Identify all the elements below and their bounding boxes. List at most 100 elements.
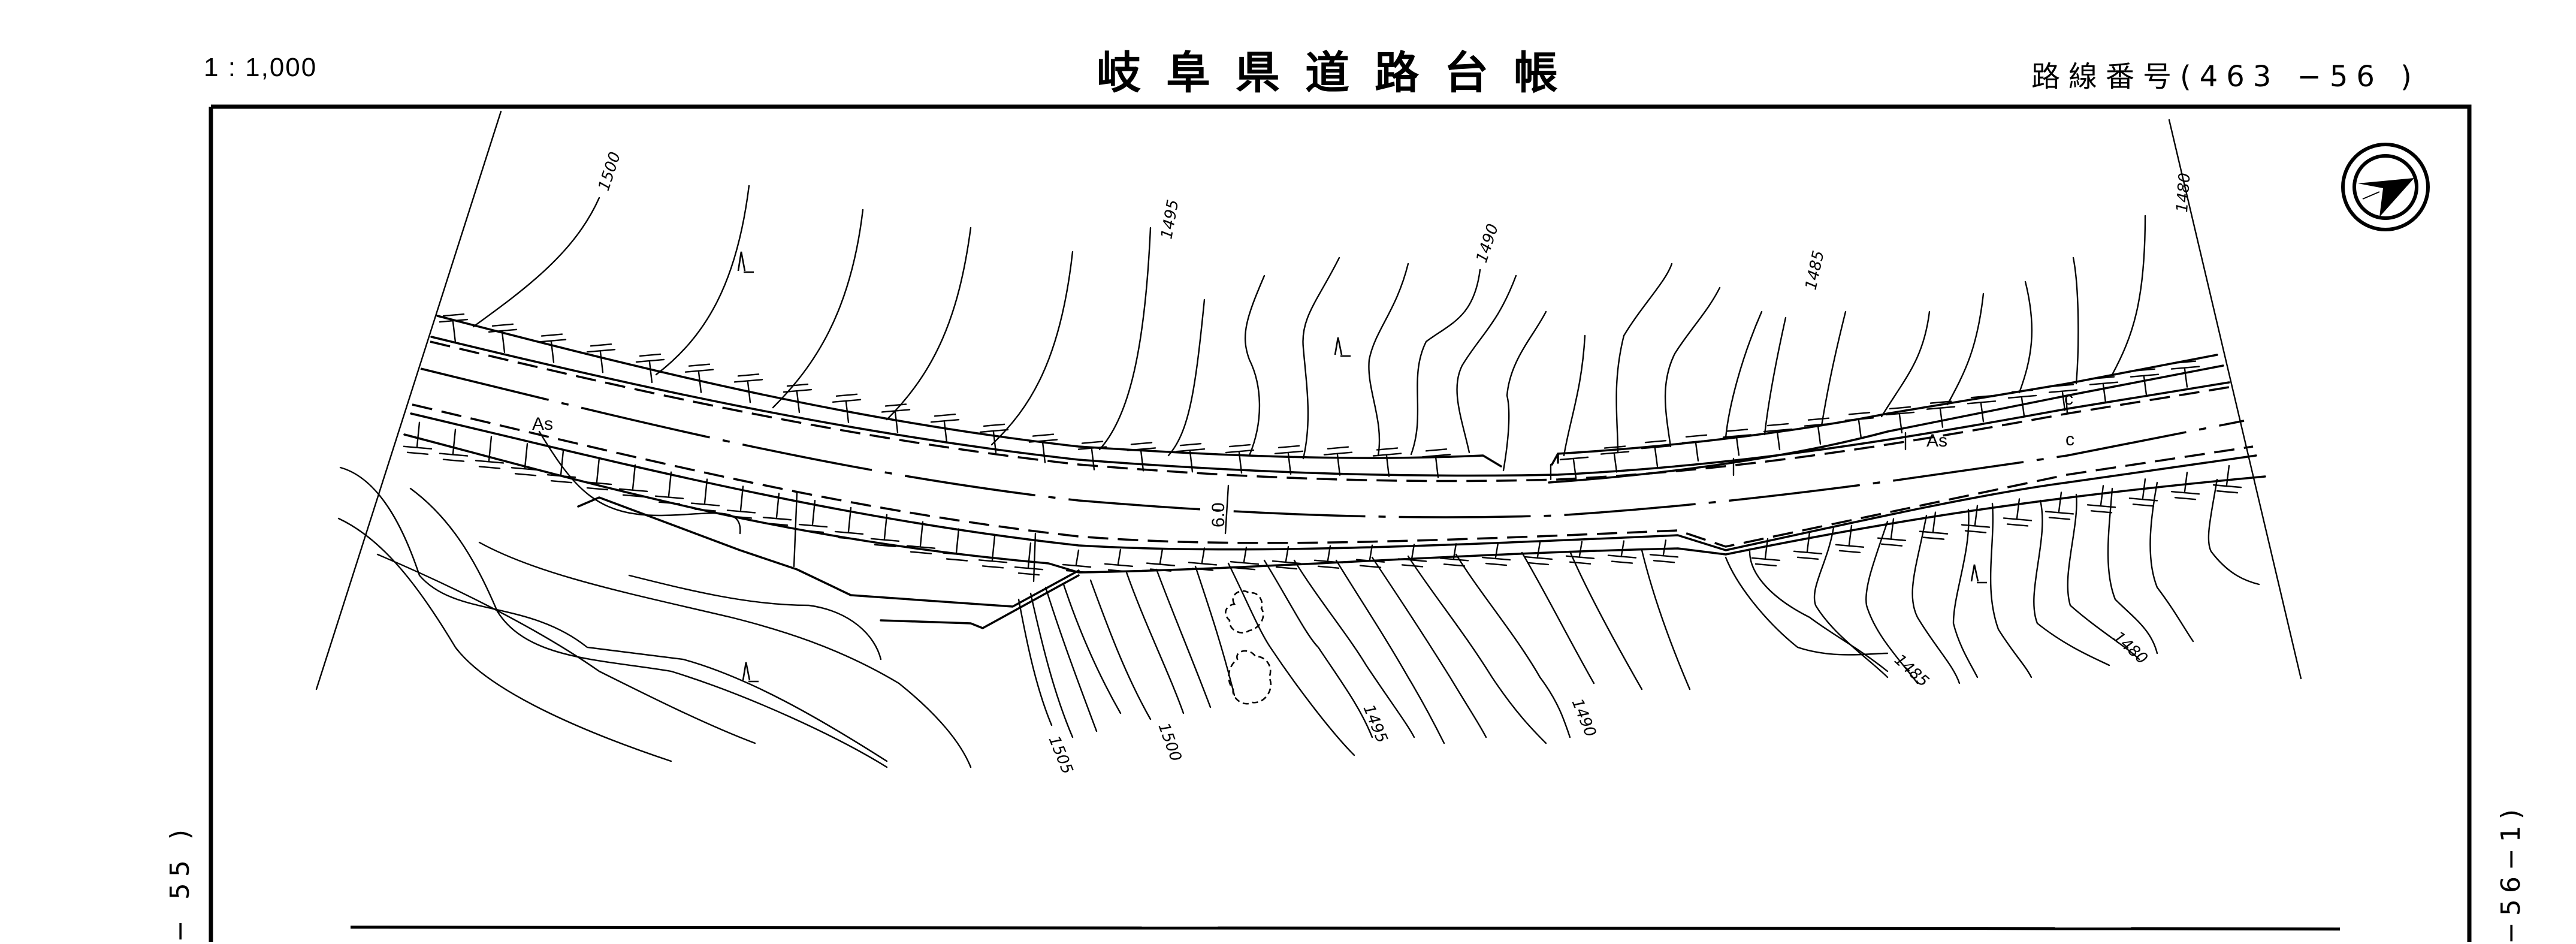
slope-hachure <box>1649 539 1679 563</box>
contour-label: 1480 <box>2173 172 2194 213</box>
contour-line <box>1335 559 1445 744</box>
road-north-outer-edge <box>436 315 2218 468</box>
sheet-frame <box>209 104 2472 942</box>
contour-line <box>1664 286 1721 448</box>
slope-hachure <box>1397 544 1427 568</box>
slope-hachure <box>684 363 714 393</box>
contour-line <box>1371 556 1487 738</box>
slope-hachure <box>942 528 972 562</box>
contour-line <box>1880 310 1931 418</box>
contour-line <box>1089 579 1152 720</box>
wasteland-symbol <box>1334 337 1351 357</box>
slope-hachure <box>1188 547 1218 571</box>
contour-line <box>2018 281 2033 394</box>
slope-hachure <box>1967 395 1997 423</box>
slope-hachure <box>1274 445 1304 475</box>
survey-boundary-west <box>315 110 502 690</box>
slope-hachure <box>403 421 433 455</box>
contour-lines <box>337 185 2260 768</box>
wasteland-symbols <box>737 251 1987 683</box>
road-south-outer-edge <box>403 433 2266 574</box>
contour-line <box>1748 550 1889 672</box>
slope-hachure <box>2170 360 2200 388</box>
slope-hachure <box>834 506 864 541</box>
road-south-shoulder-line <box>410 412 2257 551</box>
slope-hachure <box>1804 417 1834 445</box>
contour-line <box>1044 586 1098 732</box>
contour-line <box>376 553 756 744</box>
contour-line <box>1455 553 1571 738</box>
route-number: 路線番号(463 −56 ) <box>2031 60 2420 94</box>
road-south-carriageway-edge <box>412 403 2254 548</box>
contour-line <box>655 185 750 376</box>
retaining-wall-segment <box>793 491 1037 583</box>
contour-label: 1480 <box>2109 628 2151 668</box>
contour-label: 1505 <box>1045 733 1077 777</box>
slope-hachure <box>1885 406 1915 434</box>
contour-line <box>2111 215 2146 376</box>
slope-hachure <box>2045 491 2074 520</box>
contour-line <box>1293 559 1415 738</box>
contour-line <box>772 209 864 409</box>
road-south-slope-toe <box>577 496 1080 629</box>
contour-line <box>337 517 672 762</box>
slope-hachure <box>1127 442 1156 472</box>
slope-hachure <box>870 514 900 548</box>
contour-line <box>1098 227 1152 451</box>
slope-hachure <box>1835 524 1865 553</box>
slope-hachure <box>2212 465 2242 494</box>
document-title: 岐阜県道路台帳 <box>1097 47 1583 99</box>
road-centre-line <box>420 367 2245 518</box>
contour-line <box>1911 514 1961 684</box>
contour-line <box>1368 263 1409 457</box>
slope-hachure <box>488 323 518 354</box>
slope-hachure <box>1565 541 1595 565</box>
slope-hachure <box>1844 412 1874 439</box>
slope-hachure <box>906 521 936 554</box>
slope-hachure <box>582 457 612 491</box>
slope-hachure <box>1028 433 1058 463</box>
retaining-wall-segment <box>1550 394 2068 481</box>
slope-hachure <box>1600 445 1630 473</box>
slope-hachure <box>1014 542 1044 576</box>
contour-line <box>2149 481 2194 643</box>
contour-line <box>1725 310 1763 439</box>
contour-line <box>1813 526 1889 678</box>
slope-hachure <box>1372 447 1402 477</box>
contour-line <box>1865 520 1919 684</box>
contour-line <box>990 251 1074 446</box>
contour-line <box>1502 310 1547 472</box>
slope-hachure <box>762 493 792 526</box>
slope-hachure <box>1225 444 1255 474</box>
slope-hachure <box>1681 434 1711 462</box>
slope-hachure <box>2048 384 2078 411</box>
contour-line <box>1410 269 1481 456</box>
contour-line <box>2107 487 2158 655</box>
contour-label: 1490 <box>1473 222 1502 265</box>
slope-hachure <box>2003 498 2033 527</box>
slope-hachure <box>654 471 684 505</box>
road-width-dimension: 6.0 <box>1209 484 1230 535</box>
contour-label: 1500 <box>595 150 624 193</box>
slope-hachure <box>475 436 505 469</box>
contour-line <box>1167 298 1206 457</box>
contour-line <box>1763 316 1787 436</box>
contour-line <box>2207 478 2260 586</box>
slope-hachure <box>2007 389 2037 417</box>
slope-hachure <box>1439 543 1469 567</box>
slope-hachure <box>798 499 828 533</box>
slope-hachure <box>978 535 1008 569</box>
slope-hachure <box>511 443 540 476</box>
contour-line <box>1125 571 1185 714</box>
contour-label: 1485 <box>1802 249 1828 291</box>
curb-label: c <box>2064 389 2073 409</box>
slope-hachure <box>1607 540 1637 564</box>
road-north-shoulder-line <box>430 336 2230 477</box>
slope-hachure <box>1877 518 1907 547</box>
slope-hachure <box>1355 544 1385 568</box>
slope-hachure <box>1751 538 1781 567</box>
slope-hachure <box>1104 548 1134 573</box>
slope-hachure <box>832 393 862 423</box>
contour-line <box>1227 562 1355 756</box>
contour-label: 1495 <box>1360 702 1391 746</box>
